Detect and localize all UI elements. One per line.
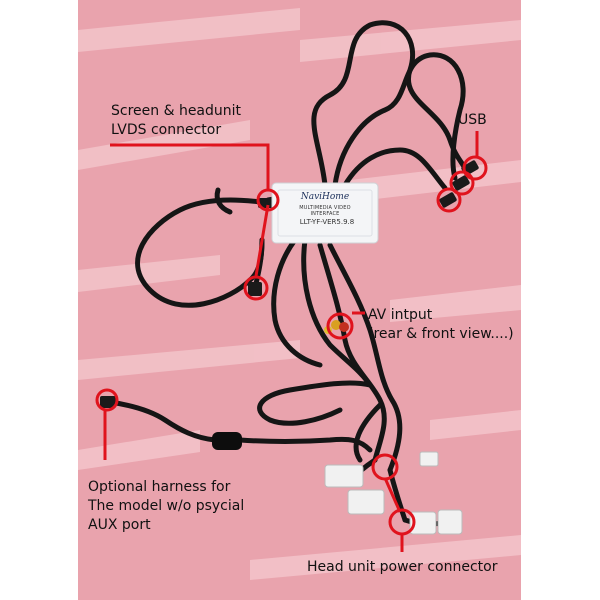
screen-connector-line-2: LVDS connector (111, 121, 241, 140)
aux-inline-box (212, 432, 242, 450)
av-input-line-1: AV intput (368, 306, 514, 325)
optional-harness-line-3: AUX port (88, 516, 244, 535)
module-model: LLT-YF-VER5.9.8 (292, 218, 362, 226)
optional-harness-line-1: Optional harness for (88, 478, 244, 497)
screen-connector-label: Screen & headunit LVDS connector (111, 102, 241, 140)
av-input-label: AV intput (rear & front view....) (368, 306, 514, 344)
module-subtitle: MULTIMEDIA VIDEO INTERFACE (284, 205, 366, 217)
power-connector-label: Head unit power connector (307, 558, 497, 577)
av-input-line-2: (rear & front view....) (368, 325, 514, 344)
optional-harness-line-2: The model w/o psycial (88, 497, 244, 516)
optional-harness-label: Optional harness for The model w/o psyci… (88, 478, 244, 535)
module-brand: NaviHome (300, 192, 350, 202)
screen-connector-line-1: Screen & headunit (111, 102, 241, 121)
usb-label: USB (458, 111, 487, 130)
